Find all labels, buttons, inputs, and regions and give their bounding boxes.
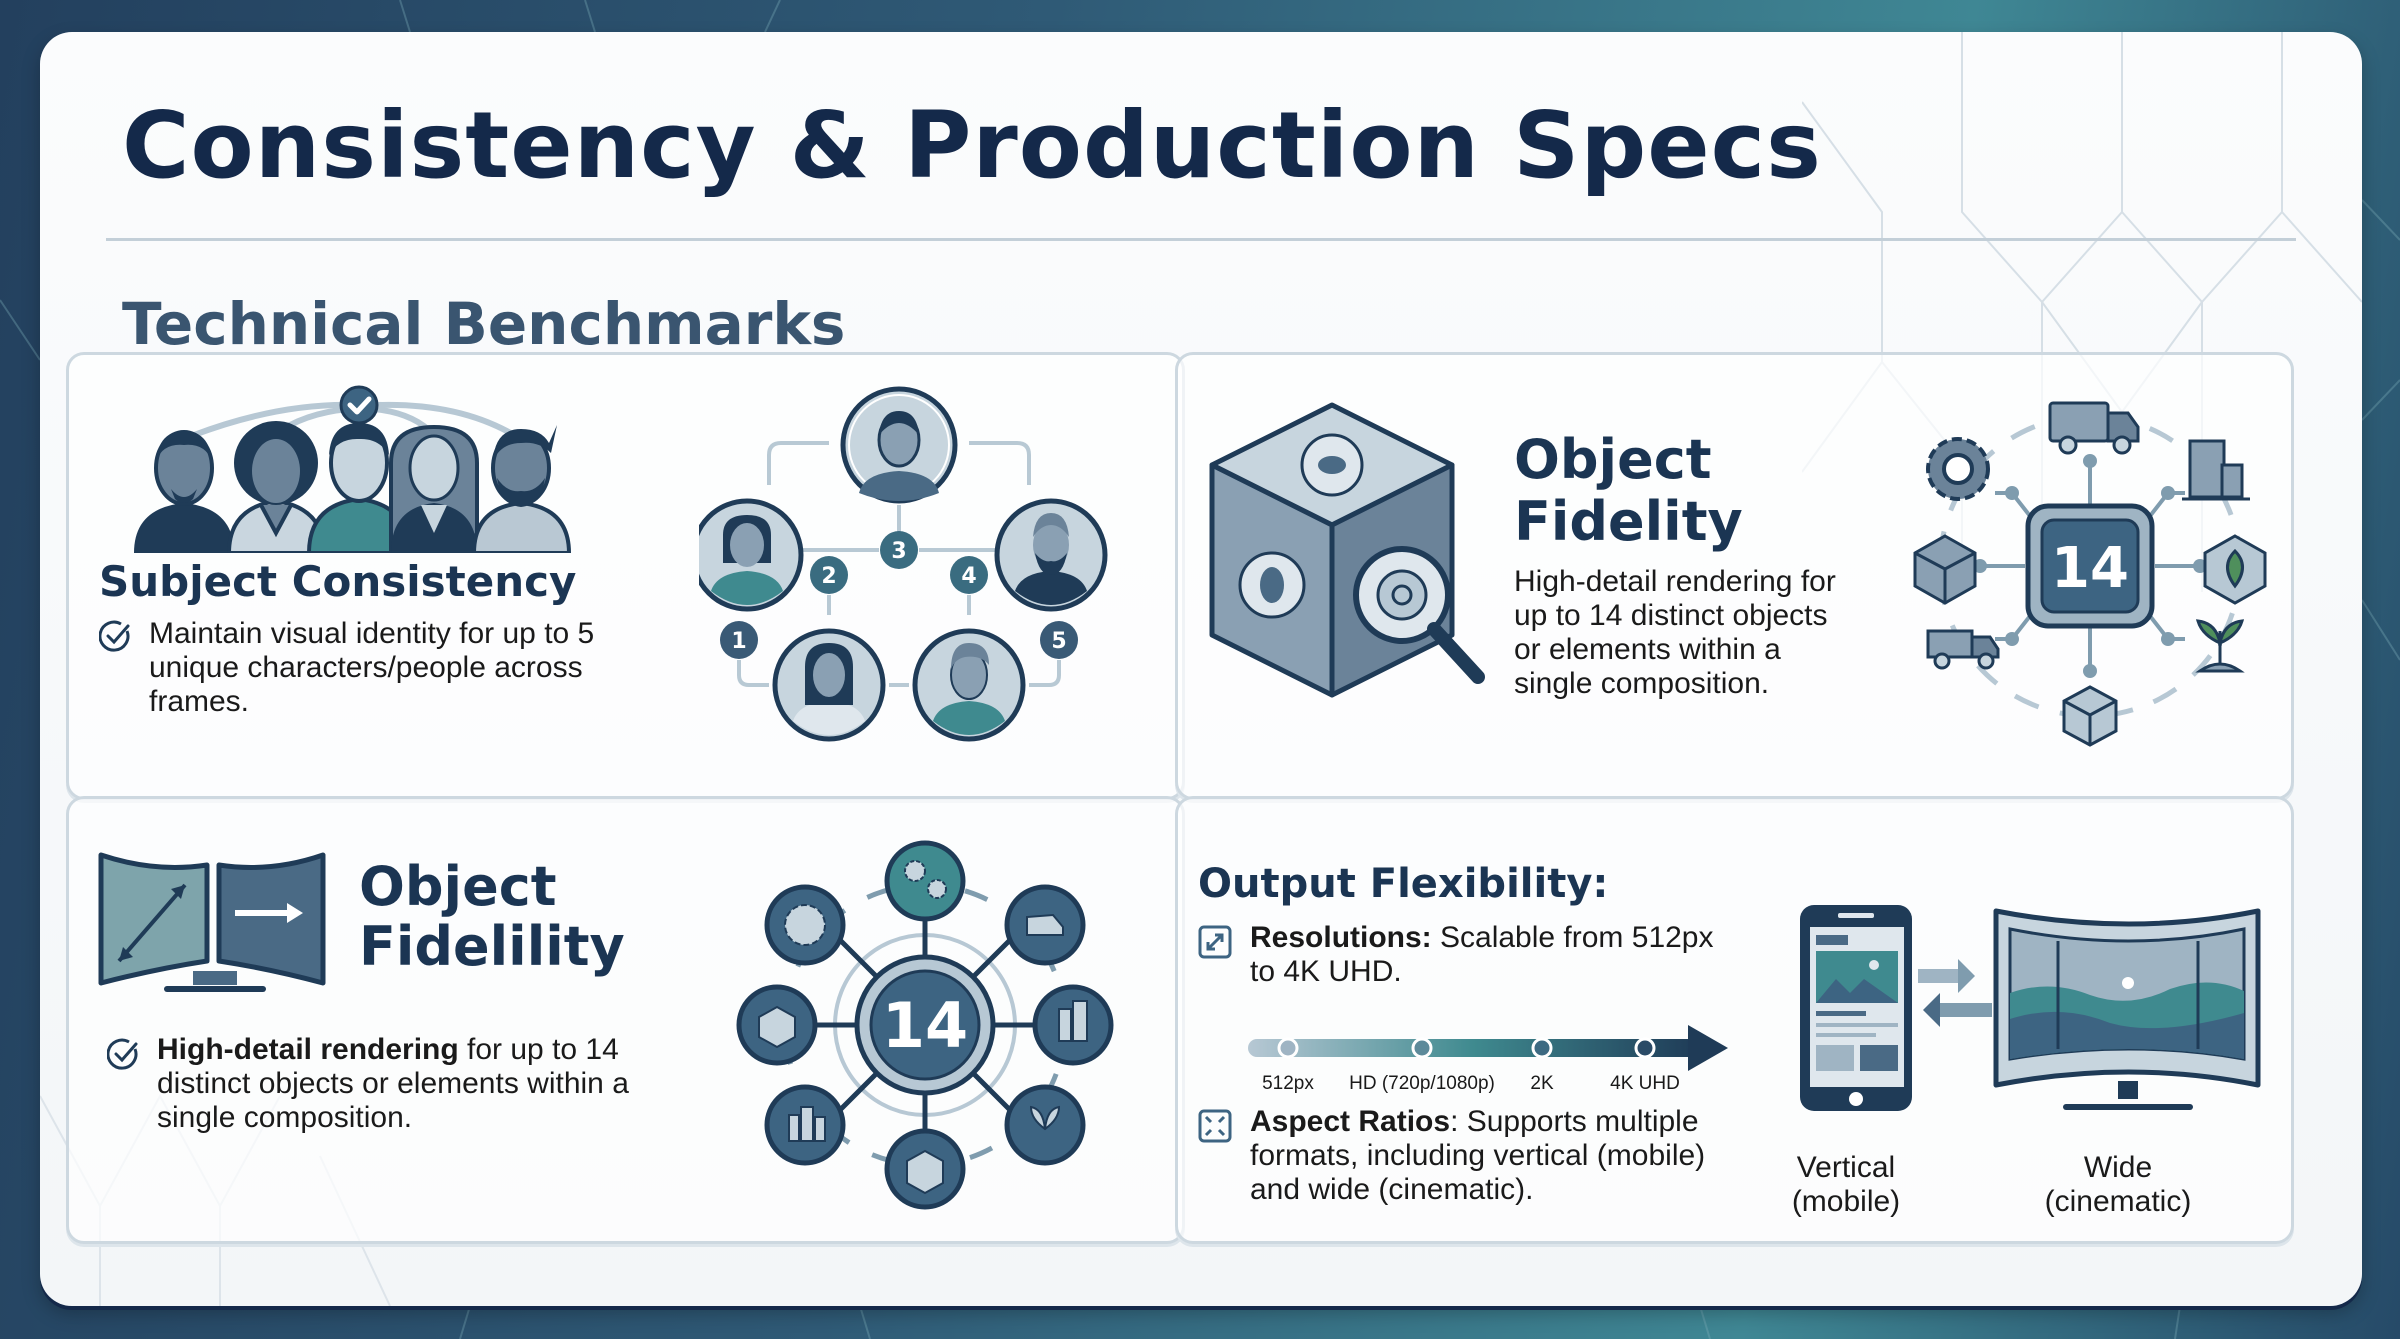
avatar-right	[994, 498, 1108, 612]
magnifier-icon	[1353, 546, 1485, 684]
avatar-left	[699, 498, 804, 612]
card-subject-consistency: Subject Consistency Maintain visual iden…	[66, 352, 1185, 800]
node-badge-3: 3	[880, 531, 918, 569]
subject-consistency-description: Maintain visual identity for up to 5 uni…	[149, 617, 595, 718]
scale-stop-4k: 4K UHD	[1610, 1073, 1680, 1094]
svg-text:5: 5	[1051, 629, 1066, 654]
object-hub-diagram: 14	[1913, 401, 2267, 747]
node-badge-4: 4	[950, 556, 988, 594]
stone-cube-icon	[1913, 534, 1977, 605]
node-badge-5: 5	[1040, 621, 1078, 659]
gear-icon	[1926, 437, 1990, 501]
object-fidelility-description: High-detail rendering for up to 14 disti…	[157, 1033, 629, 1134]
people-group-icon	[134, 385, 572, 553]
subject-consistency-title: Subject Consistency	[99, 557, 577, 606]
object-fidelity-top-title: Object Fidelity	[1514, 428, 1743, 553]
avatar-top	[840, 386, 958, 504]
output-flexibility-title: Output Flexibility:	[1198, 861, 1609, 907]
object-fidelility-title: Object Fidelility	[359, 855, 625, 978]
resolution-scale-bar: 512px HD (720p/1080p) 2K 4K UHD	[1248, 1025, 1728, 1094]
svg-text:4: 4	[961, 564, 976, 589]
gears-node-icon	[884, 840, 966, 922]
svg-text:1: 1	[731, 629, 746, 654]
plant-icon	[2195, 619, 2245, 673]
person-1-icon	[134, 430, 234, 553]
object-fidelity-top-description: High-detail rendering for up to 14 disti…	[1514, 565, 1836, 700]
hub-14-badge: 14	[854, 954, 996, 1096]
resize-arrows-icon	[1198, 925, 1232, 959]
plant-cube-icon	[2203, 534, 2267, 605]
verified-check-icon	[339, 385, 379, 425]
card-object-fidelity-bottom: Object Fidelility High-detail rendering …	[66, 796, 1185, 1244]
check-circle-icon	[99, 620, 130, 652]
svg-text:2: 2	[821, 564, 836, 589]
dual-monitor-scale-icon	[98, 852, 326, 992]
character-network-diagram: 1 2 3 4 5	[699, 386, 1108, 742]
avatar-bottom-left	[772, 628, 886, 742]
pickup-truck-icon	[1926, 629, 2000, 670]
title-divider	[106, 238, 2296, 241]
svg-text:3: 3	[891, 539, 906, 564]
object-ring-diagram: 14	[736, 840, 1114, 1210]
person-5-icon	[471, 425, 572, 553]
aspect-ratio-icon	[1198, 1109, 1232, 1143]
wide-cinematic-label: Wide (cinematic)	[2044, 1151, 2192, 1218]
truck-icon	[2048, 401, 2140, 455]
svg-text:14: 14	[882, 989, 968, 1062]
person-4-icon	[389, 424, 479, 553]
hub-14-badge: 14	[2025, 503, 2155, 629]
card-object-fidelity-top: Object Fidelity High-detail rendering fo…	[1175, 352, 2294, 800]
aspect-ratios-description: Aspect Ratios: Supports multiple formats…	[1250, 1105, 1706, 1206]
building-icon	[2182, 439, 2250, 501]
svg-text:14: 14	[2051, 536, 2129, 601]
widescreen-monitor-icon	[1993, 908, 2261, 1110]
scale-stop-512px: 512px	[1262, 1073, 1314, 1094]
check-circle-icon	[107, 1038, 138, 1070]
scale-stop-hd: HD (720p/1080p)	[1349, 1073, 1495, 1094]
node-badge-2: 2	[810, 556, 848, 594]
aspect-devices-illustration	[1800, 905, 2261, 1111]
resolutions-description: Resolutions: Scalable from 512px to 4K U…	[1250, 921, 1714, 988]
gear-cube-magnifier-icon	[1209, 402, 1485, 698]
swap-arrows-icon	[1918, 959, 1992, 1027]
vertical-mobile-label: Vertical (mobile)	[1791, 1151, 1901, 1218]
section-subtitle: Technical Benchmarks	[122, 290, 846, 358]
page-title: Consistency & Production Specs	[122, 92, 1822, 199]
card-output-flexibility: Output Flexibility: Resolutions: Scalabl…	[1175, 796, 2294, 1244]
box-icon	[2062, 685, 2118, 747]
avatar-bottom-right	[912, 628, 1026, 742]
node-badge-1: 1	[720, 621, 758, 659]
mobile-phone-icon	[1800, 905, 1912, 1111]
scale-stop-2k: 2K	[1530, 1073, 1554, 1094]
